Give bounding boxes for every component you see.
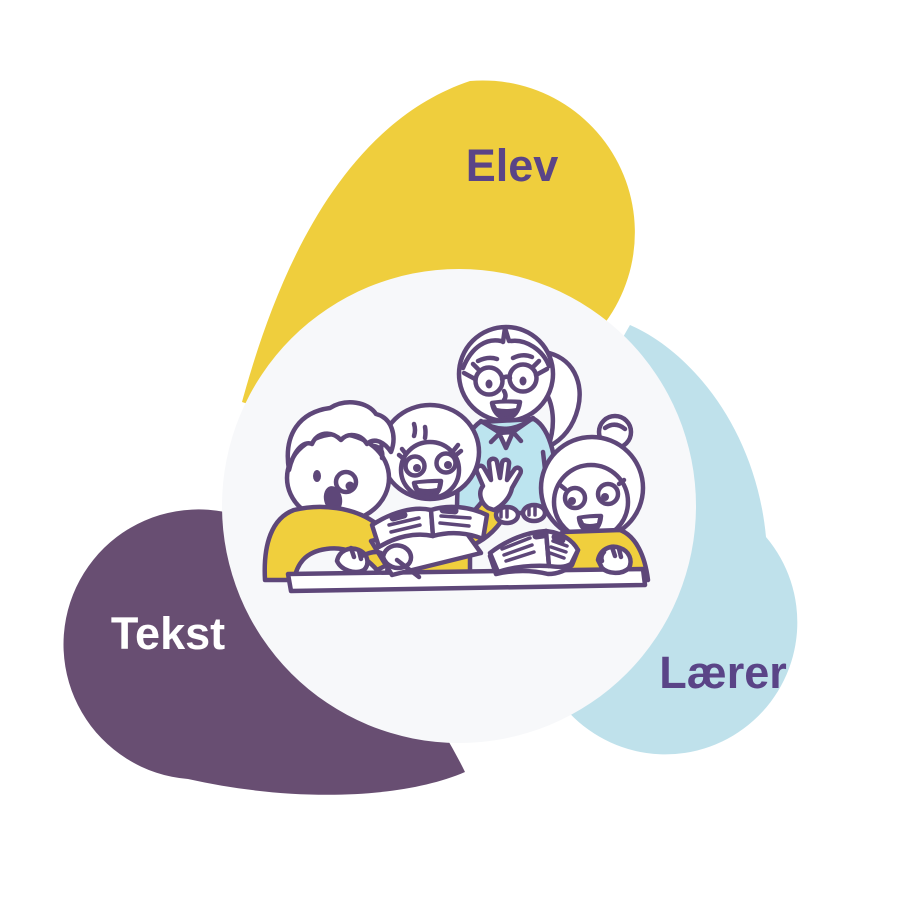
book-left [369, 504, 490, 550]
girl-right-lashes [557, 477, 627, 492]
teacher-glasses-bridge [461, 366, 550, 382]
label-laerer: Lærer [659, 647, 787, 698]
teacher-collar-notch [496, 429, 516, 451]
girl-center-pupil-right [444, 461, 452, 469]
teacher-nose [501, 388, 508, 403]
boy-hand-left-fingers [348, 545, 384, 562]
teacher-hand-left-fingers [499, 506, 509, 519]
teacher-eye-left [485, 379, 493, 389]
teacher-eyebrows [470, 353, 542, 372]
boy-hair [285, 400, 396, 473]
girl-right-hand [595, 544, 633, 576]
girl-center-lashes [396, 442, 464, 462]
petal-tekst [63, 509, 465, 795]
teacher-hands [493, 502, 548, 526]
girl-center-pupil-left [413, 464, 421, 472]
teacher-figure [454, 324, 582, 516]
girl-right-bun-swirl [602, 422, 628, 432]
teacher-hand-right-fingers [527, 504, 537, 517]
girl-right-pupil-right [601, 493, 609, 501]
book-right-text-blocks [532, 531, 566, 544]
boy-pencil [394, 557, 422, 580]
girl-right-pupil-left [568, 497, 576, 505]
boy-hands [334, 543, 422, 580]
boy-eye-left [313, 470, 321, 482]
girl-right-eye-left [562, 485, 588, 511]
girl-center-raised-hand [474, 456, 523, 513]
boy-hair-curl [371, 443, 385, 461]
girl-right-teeth [582, 518, 598, 524]
girl-center-teeth [417, 483, 438, 489]
girl-center-bangs [411, 421, 428, 441]
boy-hand-right [380, 543, 414, 571]
teacher-teeth [495, 403, 517, 409]
label-tekst: Tekst [111, 608, 225, 659]
book-left-text-blocks [389, 506, 459, 522]
boy-figure [262, 400, 402, 583]
girl-right-hand-fingers [599, 544, 624, 564]
table-edge [285, 566, 648, 594]
teacher-eye-right [519, 376, 527, 386]
teacher-hairline [460, 325, 552, 371]
girl-right-hand-palm [595, 544, 633, 576]
book-left-text-lines [387, 514, 472, 534]
boy-pupil-right [345, 481, 355, 491]
book-right-text-lines [500, 536, 569, 563]
book-right [487, 528, 581, 577]
reading-group-illustration [262, 324, 651, 594]
label-elev: Elev [466, 140, 559, 191]
girl-right-eye-right [595, 481, 621, 507]
